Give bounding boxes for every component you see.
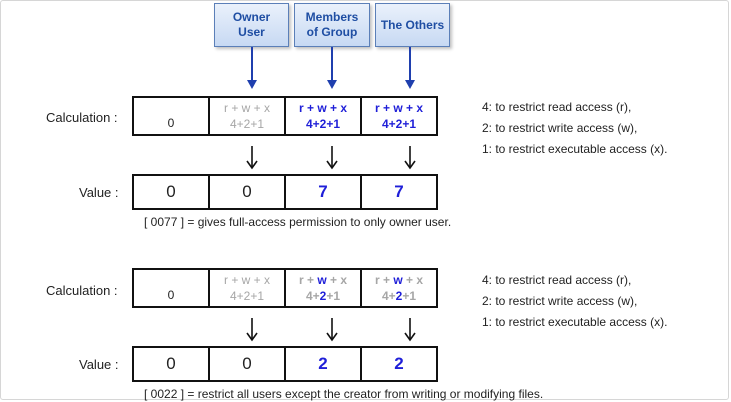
legend-exec: 1: to restrict executable access (x). xyxy=(482,315,668,329)
others-expr: r + w + x xyxy=(374,101,424,115)
legend-read: 4: to restrict read access (r), xyxy=(482,100,632,114)
owner-num: 4+2+1 xyxy=(229,117,265,131)
header-arrows xyxy=(247,47,415,89)
calc-to-value-arrows-2 xyxy=(246,318,416,342)
header-the-others: The Others xyxy=(375,3,450,47)
legend-exec: 1: to restrict executable access (x). xyxy=(482,142,668,156)
owner-calc-cell: r + w + x 4+2+1 xyxy=(208,268,286,308)
group-expr: r + w + x xyxy=(298,273,348,287)
owner-header-arrowhead xyxy=(247,80,257,89)
header-owner-user: Owner User xyxy=(214,3,289,47)
others-expr: r + w + x xyxy=(374,273,424,287)
owner-expr: r + w + x xyxy=(223,273,270,287)
special-cell: 0 xyxy=(132,96,210,136)
header-members-of-group: Members of Group xyxy=(294,3,370,47)
others-calc-cell: r + w + x 4+2+1 xyxy=(360,268,438,308)
others-calc-cell: r + w + x 4+2+1 xyxy=(360,96,438,136)
calculation-table-2: 0 r + w + x 4+2+1 r + w + x 4+2+1 r + w … xyxy=(132,268,438,308)
others-value: 7 xyxy=(360,174,438,210)
owner-value: 0 xyxy=(208,174,286,210)
legend-read: 4: to restrict read access (r), xyxy=(482,273,632,287)
value-table-2: 0 0 2 2 xyxy=(132,346,438,382)
group-num: 4+2+1 xyxy=(305,117,341,131)
calculation-label-2: Calculation : xyxy=(46,283,118,298)
calculation-label-1: Calculation : xyxy=(46,110,118,125)
group-calc-cell: r + w + x 4+2+1 xyxy=(284,268,362,308)
group-value: 2 xyxy=(284,346,362,382)
owner-num: 4+2+1 xyxy=(229,289,265,303)
group-value: 7 xyxy=(284,174,362,210)
legend-2: 4: to restrict read access (r), 2: to re… xyxy=(482,270,667,333)
others-num: 4+2+1 xyxy=(381,289,417,303)
legend-write: 2: to restrict write access (w), xyxy=(482,294,638,308)
group-header-arrowhead xyxy=(327,80,337,89)
owner-calc-cell: r + w + x 4+2+1 xyxy=(208,96,286,136)
special-cell: 0 xyxy=(132,268,210,308)
others-value: 2 xyxy=(360,346,438,382)
value-table-1: 0 0 7 7 xyxy=(132,174,438,210)
others-header-arrowhead xyxy=(405,80,415,89)
calculation-table-1: 0 r + w + x 4+2+1 r + w + x 4+2+1 r + w … xyxy=(132,96,438,136)
special-value: 0 xyxy=(132,174,210,210)
group-expr: r + w + x xyxy=(298,101,348,115)
legend-1: 4: to restrict read access (r), 2: to re… xyxy=(482,97,667,160)
owner-value: 0 xyxy=(208,346,286,382)
note-2: [ 0022 ] = restrict all users except the… xyxy=(144,387,544,401)
value-label-2: Value : xyxy=(79,357,119,372)
special-value: 0 xyxy=(132,346,210,382)
owner-expr: r + w + x xyxy=(223,101,270,115)
group-calc-cell: r + w + x 4+2+1 xyxy=(284,96,362,136)
legend-write: 2: to restrict write access (w), xyxy=(482,121,638,135)
group-num: 4+2+1 xyxy=(305,289,341,303)
calc-to-value-arrows-1 xyxy=(246,146,416,170)
others-num: 4+2+1 xyxy=(381,117,417,131)
note-1: [ 0077 ] = gives full-access permission … xyxy=(144,215,452,229)
value-label-1: Value : xyxy=(79,185,119,200)
